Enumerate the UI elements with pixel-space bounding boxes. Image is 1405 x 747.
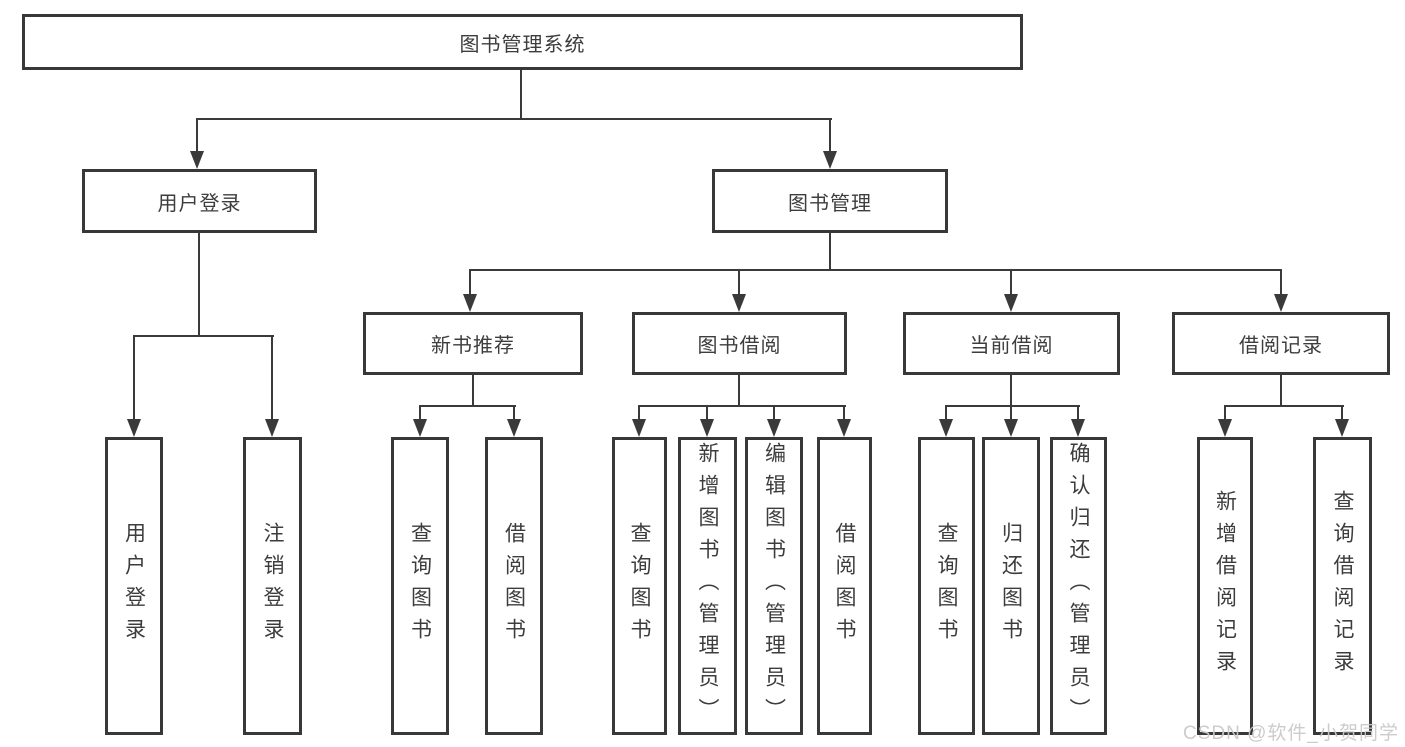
node-current-borrow: 当前借阅 xyxy=(903,312,1120,375)
connector-line xyxy=(829,233,831,271)
arrowhead-down-icon xyxy=(939,419,953,437)
connector-line xyxy=(829,118,831,152)
leaf-borrow-books: 借阅图书 xyxy=(817,437,872,735)
connector-line xyxy=(1280,375,1282,407)
connector-line xyxy=(513,405,515,421)
node-book-management: 图书管理 xyxy=(712,169,948,233)
arrowhead-down-icon xyxy=(1274,294,1288,312)
connector-line xyxy=(843,405,845,421)
leaf-query-books-borrow: 查询图书 xyxy=(612,437,667,735)
leaf-borrow-books-label: 借阅图书 xyxy=(833,522,856,650)
arrowhead-down-icon xyxy=(632,419,646,437)
leaf-add-book-admin: 新增图书（管理员） xyxy=(678,437,737,735)
leaf-query-books-recommend-label: 查询图书 xyxy=(408,522,432,650)
arrowhead-down-icon xyxy=(700,419,714,437)
leaf-user-login-label: 用户登录 xyxy=(122,522,146,650)
connector-line xyxy=(706,405,708,421)
connector-line xyxy=(1010,375,1012,407)
connector-line xyxy=(1280,269,1282,296)
leaf-edit-book-admin: 编辑图书（管理员） xyxy=(745,437,803,735)
leaf-query-books-current-label: 查询图书 xyxy=(935,522,958,650)
connector-line xyxy=(196,118,832,120)
leaf-query-borrow-record: 查询借阅记录 xyxy=(1313,437,1372,735)
leaf-return-book: 归还图书 xyxy=(982,437,1040,735)
connector-line xyxy=(419,405,516,407)
arrowhead-down-icon xyxy=(1004,419,1018,437)
leaf-add-book-admin-label: 新增图书（管理员） xyxy=(696,442,719,730)
leaf-edit-book-admin-label: 编辑图书（管理员） xyxy=(762,442,786,730)
leaf-query-books-current: 查询图书 xyxy=(918,437,975,735)
arrowhead-down-icon xyxy=(1218,419,1232,437)
connector-line xyxy=(469,269,1282,271)
connector-line xyxy=(520,70,522,118)
arrowhead-down-icon xyxy=(507,419,521,437)
leaf-confirm-return-admin-label: 确认归还（管理员） xyxy=(1067,442,1090,730)
connector-line xyxy=(196,118,198,152)
leaf-add-borrow-record-label: 新增借阅记录 xyxy=(1213,490,1237,682)
node-new-book-recommend-label: 新书推荐 xyxy=(431,335,515,357)
node-new-book-recommend: 新书推荐 xyxy=(363,312,583,375)
connector-line xyxy=(945,405,947,421)
connector-line xyxy=(773,405,775,421)
connector-line xyxy=(638,405,846,407)
connector-line xyxy=(1010,405,1012,421)
node-user-login: 用户登录 xyxy=(82,169,317,233)
node-borrow-records: 借阅记录 xyxy=(1172,312,1390,375)
leaf-query-books-borrow-label: 查询图书 xyxy=(628,522,651,650)
node-library-system: 图书管理系统 xyxy=(22,14,1023,70)
leaf-confirm-return-admin: 确认归还（管理员） xyxy=(1050,437,1107,735)
connector-line xyxy=(133,335,274,337)
arrowhead-down-icon xyxy=(837,419,851,437)
connector-line xyxy=(738,375,740,407)
connector-line xyxy=(738,269,740,296)
connector-line xyxy=(472,375,474,407)
arrowhead-down-icon xyxy=(1335,419,1349,437)
leaf-query-borrow-record-label: 查询借阅记录 xyxy=(1331,490,1354,682)
connector-line xyxy=(198,233,200,337)
node-current-borrow-label: 当前借阅 xyxy=(969,335,1054,357)
arrowhead-down-icon xyxy=(1004,294,1018,312)
connector-line xyxy=(133,335,135,421)
leaf-borrow-books-recommend: 借阅图书 xyxy=(485,437,543,735)
arrowhead-down-icon xyxy=(265,419,279,437)
connector-line xyxy=(1224,405,1344,407)
leaf-query-books-recommend: 查询图书 xyxy=(391,437,449,735)
leaf-logout-label: 注销登录 xyxy=(261,522,284,650)
node-user-login-label: 用户登录 xyxy=(157,192,242,215)
arrowhead-down-icon xyxy=(823,151,837,169)
arrowhead-down-icon xyxy=(190,151,204,169)
leaf-borrow-books-recommend-label: 借阅图书 xyxy=(502,522,526,650)
leaf-user-login: 用户登录 xyxy=(105,437,163,735)
connector-line xyxy=(638,405,640,421)
connector-line xyxy=(1224,405,1226,421)
leaf-logout: 注销登录 xyxy=(243,437,302,735)
watermark-text: CSDN @软件_小贺同学 xyxy=(1183,723,1399,744)
connector-line xyxy=(1010,269,1012,296)
connector-line xyxy=(1077,405,1079,421)
leaf-add-borrow-record: 新增借阅记录 xyxy=(1197,437,1253,735)
arrowhead-down-icon xyxy=(732,294,746,312)
arrowhead-down-icon xyxy=(413,419,427,437)
node-library-system-label: 图书管理系统 xyxy=(459,33,586,56)
node-book-borrow: 图书借阅 xyxy=(632,312,847,375)
connector-line xyxy=(419,405,421,421)
arrowhead-down-icon xyxy=(127,419,141,437)
node-book-borrow-label: 图书借阅 xyxy=(697,335,782,357)
connector-line xyxy=(1341,405,1343,421)
connector-line xyxy=(945,405,1080,407)
leaf-return-book-label: 归还图书 xyxy=(999,522,1023,650)
connector-line xyxy=(469,269,471,296)
node-book-management-label: 图书管理 xyxy=(788,192,872,215)
arrowhead-down-icon xyxy=(1071,419,1085,437)
connector-line xyxy=(271,335,273,421)
arrowhead-down-icon xyxy=(463,294,477,312)
arrowhead-down-icon xyxy=(767,419,781,437)
node-borrow-records-label: 借阅记录 xyxy=(1239,335,1323,357)
